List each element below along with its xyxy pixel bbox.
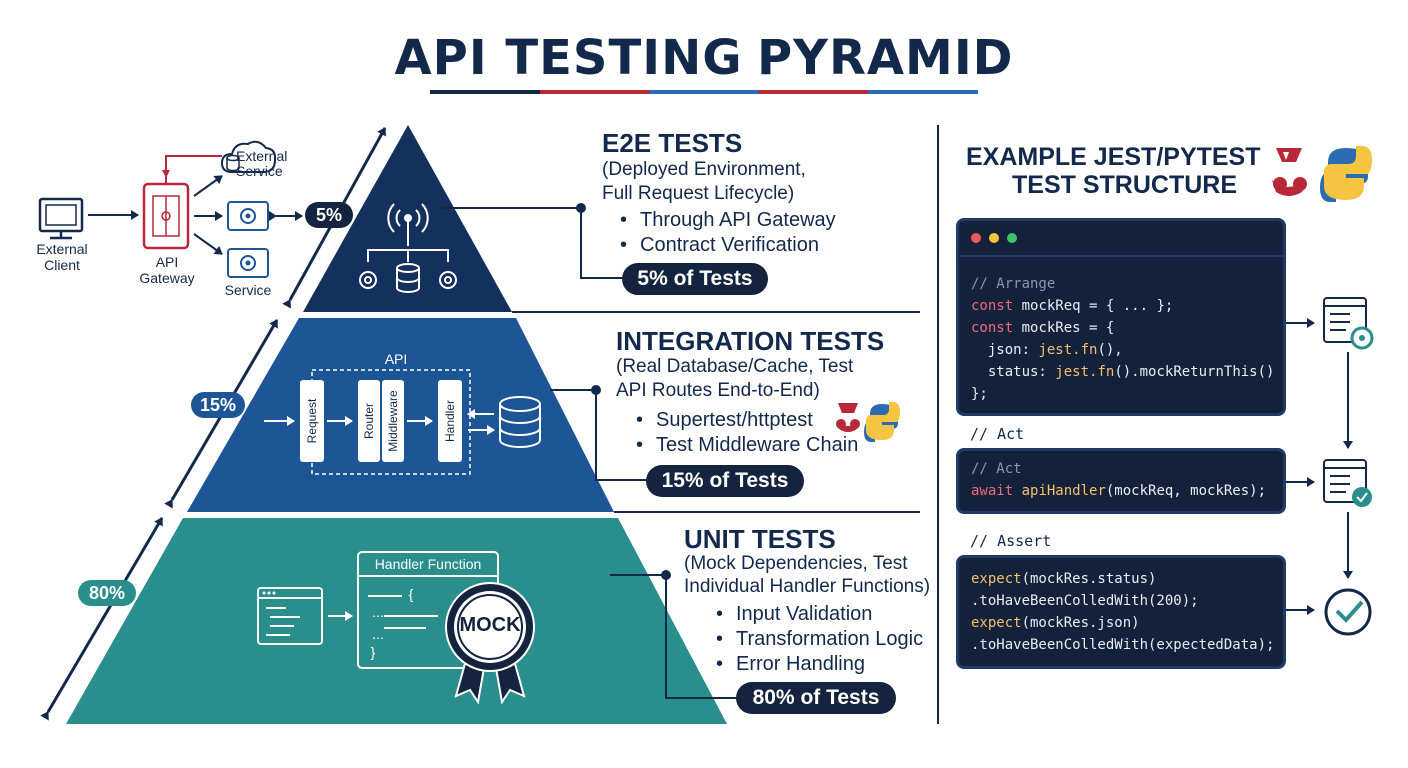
- router-label: Router: [362, 402, 376, 440]
- unit-bullets: Input Validation Transformation Logic Er…: [716, 602, 923, 677]
- integration-bullet: Supertest/httptest: [636, 408, 858, 433]
- code-line: .toHaveBeenColledWith(200);: [971, 593, 1199, 609]
- code-line: };: [971, 386, 988, 402]
- unit-subtitle-line2: Individual Handler Functions): [684, 576, 931, 597]
- integration-heading: INTEGRATION TESTS: [616, 326, 885, 356]
- code-dots-1: ...: [372, 604, 384, 620]
- integration-bullet: Test Middleware Chain: [636, 433, 858, 458]
- code-line: const mockRes = {: [971, 320, 1115, 336]
- title-underline: [430, 90, 978, 94]
- unit-tier-diagram: [257, 551, 535, 705]
- example-heading-line2: TEST STRUCTURE: [1012, 171, 1237, 199]
- integration-connector: [550, 389, 648, 481]
- handler-function-label: Handler Function: [374, 556, 482, 572]
- unit-bullet: Input Validation: [716, 602, 923, 627]
- e2e-pct-badge: 5%: [305, 202, 353, 228]
- service-label: Service: [224, 282, 272, 298]
- unit-connector: [610, 574, 738, 699]
- unit-scale-arrow: [40, 517, 164, 721]
- e2e-bullet: Through API Gateway: [620, 208, 836, 233]
- handler-label: Handler: [443, 399, 457, 443]
- code-line: const mockReq = { ... };: [971, 298, 1174, 314]
- right-flow-icons: [1285, 297, 1374, 636]
- code-line: await apiHandler(mockReq, mockRes);: [971, 483, 1267, 499]
- code-line: .toHaveBeenColledWith(expectedData);: [971, 637, 1275, 653]
- e2e-bullet: Contract Verification: [620, 233, 836, 258]
- code-window-titlebar: [959, 221, 1283, 257]
- integration-bullets: Supertest/httptest Test Middleware Chain: [636, 408, 858, 458]
- e2e-tier-icons: [359, 203, 457, 293]
- mock-badge-label: MOCK: [459, 614, 521, 636]
- api-box-label: API: [384, 351, 408, 367]
- example-heading-line1: EXAMPLE JEST/PYTEST: [966, 143, 1261, 171]
- page-title: API TESTING PYRAMID: [0, 30, 1408, 86]
- act-section-label: // Act: [970, 425, 1025, 443]
- pyramid-tier-unit: [66, 518, 727, 724]
- code-close-brace: }: [370, 644, 376, 660]
- arrange-code-block: // Arrange const mockReq = { ... }; cons…: [956, 218, 1286, 416]
- code-dots-2: ...: [372, 626, 384, 642]
- e2e-subtitle-line2: Full Request Lifecycle): [602, 183, 795, 204]
- code-line: json: jest.fn(),: [971, 342, 1123, 358]
- integration-subtitle-line2: API Routes End-to-End): [616, 380, 820, 401]
- external-client-label: External Client: [36, 241, 88, 273]
- assert-code-block: expect(mockRes.status) .toHaveBeenColled…: [956, 555, 1286, 669]
- e2e-connector: [440, 207, 625, 279]
- unit-bullet: Transformation Logic: [716, 627, 923, 652]
- assert-section-label: // Assert: [970, 532, 1052, 550]
- unit-heading: UNIT TESTS: [684, 524, 836, 554]
- code-line: // Act: [971, 461, 1022, 477]
- integration-tier-diagram: [264, 369, 541, 475]
- window-maximize-dot: [1007, 233, 1017, 243]
- code-open-brace: {: [408, 586, 414, 602]
- e2e-subtitle-line1: (Deployed Environment,: [602, 159, 806, 180]
- integration-pct-badge: 15%: [191, 392, 245, 418]
- unit-subtitle-line1: (Mock Dependencies, Test: [684, 553, 908, 574]
- code-line: expect(mockRes.json): [971, 615, 1140, 631]
- request-label: Request: [305, 398, 319, 444]
- integration-subtitle-line1: (Real Database/Cache, Test: [616, 356, 854, 377]
- e2e-heading: E2E TESTS: [602, 128, 743, 158]
- integration-tests-pill: 15% of Tests: [646, 465, 804, 497]
- title-part2: PYRAMID: [757, 30, 1014, 86]
- code-line: // Arrange: [971, 276, 1056, 292]
- python-logo: [1320, 146, 1372, 202]
- api-gateway-label: API Gateway: [139, 254, 195, 286]
- e2e-tests-pill: 5% of Tests: [622, 263, 768, 295]
- window-close-dot: [971, 233, 981, 243]
- act-code-block: // Act await apiHandler(mockReq, mockRes…: [956, 448, 1286, 514]
- window-minimize-dot: [989, 233, 999, 243]
- unit-bullet: Error Handling: [716, 652, 923, 677]
- code-line: status: jest.fn().mockReturnThis(): [971, 364, 1275, 380]
- jest-logo: [1272, 148, 1307, 196]
- code-line: expect(mockRes.status): [971, 571, 1157, 587]
- e2e-bullets: Through API Gateway Contract Verificatio…: [620, 208, 836, 258]
- unit-tests-pill: 80% of Tests: [736, 682, 896, 714]
- middleware-label: Middleware: [386, 390, 400, 452]
- unit-pct-badge: 80%: [78, 580, 136, 606]
- external-service-label: External Service: [236, 148, 288, 179]
- title-part1: API TESTING: [394, 30, 743, 86]
- integration-python-logo: [864, 402, 900, 442]
- gateway-flow-diagram: [38, 140, 303, 278]
